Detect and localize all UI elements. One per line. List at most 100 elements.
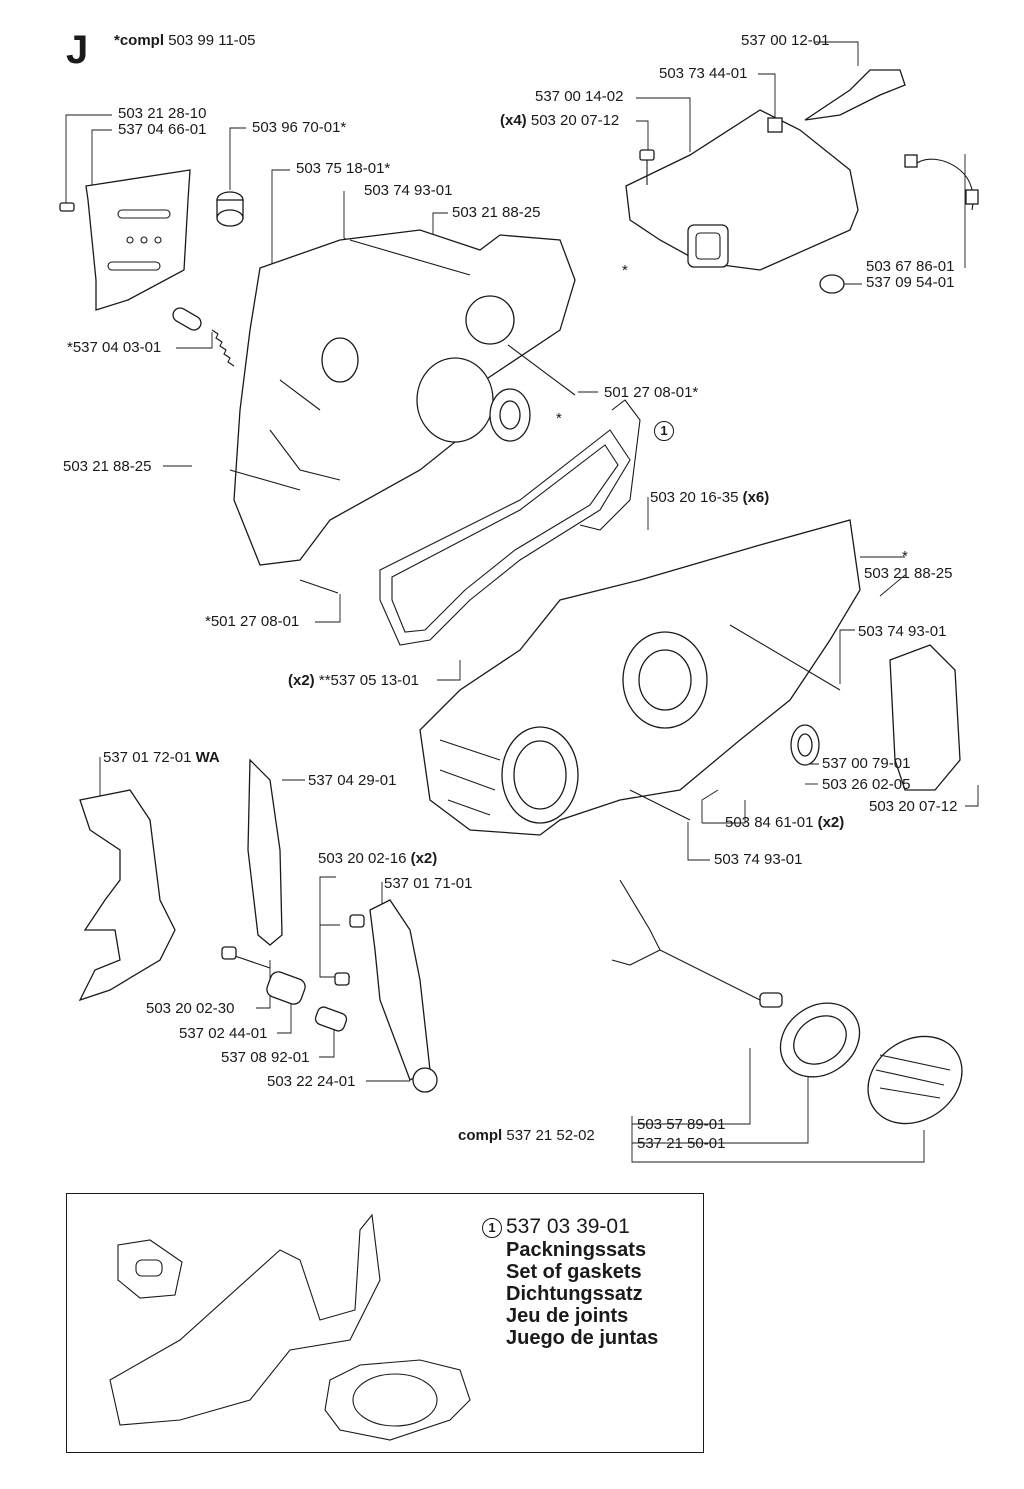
nut-bottom [412,1067,438,1093]
part-label: 503 21 88-25 [864,565,953,582]
suffix: WA [195,749,220,766]
part-number: 503 20 07-12 [530,112,620,129]
side-cover-right [889,644,961,791]
filter-plug [819,274,845,294]
bumper-spike [78,789,176,1002]
part-label-qty: 503 20 16-35 (x6) [650,490,769,506]
fuel-tube [904,154,979,211]
callout-1-circle: 1 [654,421,674,441]
part-label-qty: 503 20 02-16 (x2) [318,851,437,867]
bushing-tl [216,191,244,227]
part-label: 503 21 88-25 [63,458,152,475]
part-number: **537 05 13-01 [318,672,419,689]
qty: (x4) [500,112,527,129]
qty: (x6) [742,489,770,506]
kit-number: 537 03 39-01 [506,1215,630,1238]
part-label: 503 21 28-10 [118,105,207,122]
compl-prefix: compl [458,1127,503,1144]
bearing [489,388,531,442]
part-label: 503 73 44-01 [659,65,748,82]
star-marker: * [556,410,562,427]
crankcase-right-half [419,519,861,836]
part-label-suffix: 537 01 72-01 WA [103,750,220,766]
part-label-qty: (x2) **537 05 13-01 [288,673,419,689]
qty: (x2) [410,850,438,867]
screw-small-tl [59,202,75,212]
washer-sleeve [314,1006,348,1032]
tank-cap [867,1035,963,1125]
part-label: 503 75 18-01* [296,160,391,177]
part-label: *537 04 03-01 [67,339,162,356]
kit-name-es: Juego de juntas [506,1327,659,1349]
kit-name-sv: Packningssats [506,1239,647,1261]
part-label: 503 96 70-01* [252,119,347,136]
gasket-ring [579,399,641,531]
part-label: 503 74 93-01 [714,851,803,868]
section-compl-number: *compl 503 99 11-05 [114,32,256,49]
part-label-qty: 503 84 61-01 (x2) [725,815,844,831]
bearing-seal [790,724,820,766]
part-axis-lines [229,239,841,821]
part-label: 503 74 93-01 [364,182,453,199]
part-label: 503 26 02-05 [822,776,911,793]
stud-bolt-1 [221,946,271,969]
part-number: 503 20 02-16 [318,850,407,867]
kit-gaskets-drawing [109,1213,471,1441]
part-label: 537 08 92-01 [221,1049,310,1066]
part-label: 503 67 86-01 [866,258,955,275]
part-number: 503 84 61-01 [725,814,814,831]
part-number: 537 01 72-01 [103,749,192,766]
part-number: 503 20 16-35 [650,489,739,506]
compl-number: 537 21 52-02 [506,1127,595,1144]
part-label: 537 00 12-01 [741,32,830,49]
compl-bottom-label: compl 537 21 52-02 [458,1128,595,1144]
throttle-rod [611,879,783,1008]
top-cover-assembly [625,69,906,271]
kit-ref-circle: 1 [482,1218,502,1238]
callout-1: 1 [654,421,678,441]
section-letter: J [66,28,89,72]
part-label: 537 04 66-01 [118,121,207,138]
part-label: 537 00 79-01 [822,755,911,772]
part-label: 537 02 44-01 [179,1025,268,1042]
part-label: 503 74 93-01 [858,623,947,640]
part-label: 537 09 54-01 [866,274,955,291]
star-marker: * [902,548,908,565]
part-label: 503 57 89-01 [637,1116,726,1133]
part-label: 501 27 08-01* [604,384,699,401]
cap-seal-ring [779,1002,861,1078]
pin-spring [172,307,235,367]
part-label: 503 20 02-30 [146,1000,235,1017]
kit-name-de: Dichtungssatz [506,1283,643,1305]
part-label: 503 21 88-25 [452,204,541,221]
part-label: 537 00 14-02 [535,88,624,105]
part-label: 537 04 29-01 [308,772,397,789]
qty: (x2) [817,814,845,831]
crankcase-left-half [233,229,576,566]
chain-catcher [369,899,431,1081]
chain-guard-plate [85,169,191,311]
part-label: 503 22 24-01 [267,1073,356,1090]
part-label: *501 27 08-01 [205,613,300,630]
kit-name-en: Set of gaskets [506,1261,642,1283]
bolts-chain-catcher [334,914,365,986]
guide-plate [247,758,283,946]
kit-name-fr: Jeu de joints [506,1305,629,1327]
star-marker: * [622,262,628,279]
gasket-large [379,429,631,646]
screw-cover [639,149,655,185]
compl-number: 503 99 11-05 [168,32,256,49]
part-label: 503 20 07-12 [869,798,958,815]
spacer [266,971,306,1005]
gasket-kit-box [66,1193,704,1453]
part-label: 537 21 50-01 [637,1135,726,1152]
leader-lines [65,41,979,1163]
part-label: 537 01 71-01 [384,875,473,892]
qty: (x2) [288,672,315,689]
part-label-qty: (x4) 503 20 07-12 [500,113,619,129]
compl-prefix: *compl [114,32,165,49]
